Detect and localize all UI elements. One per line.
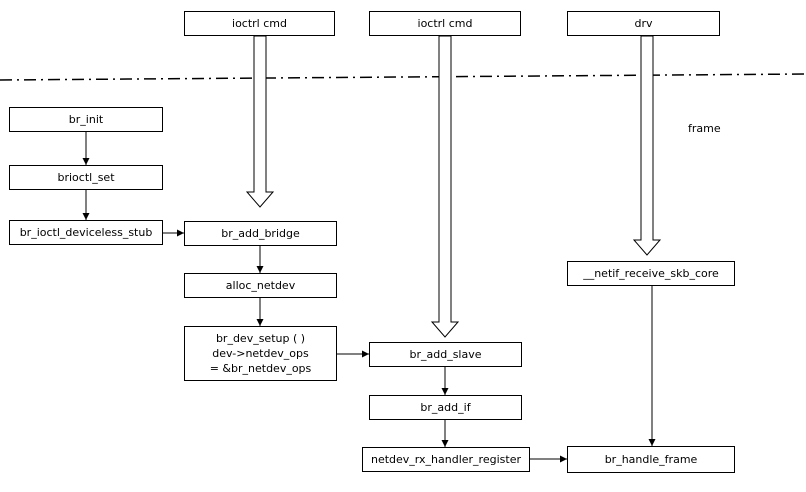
br-dev-setup-line-3: = &br_netdev_ops: [209, 362, 312, 375]
ioctrl-cmd-mid-label: ioctrl cmd: [417, 17, 473, 30]
br-ioctl-deviceless-stub-label: br_ioctl_deviceless_stub: [19, 226, 153, 239]
alloc-netdev-node: alloc_netdev: [184, 273, 337, 298]
frame-annotation: frame: [688, 122, 721, 135]
br-handle-frame-node: br_handle_frame: [567, 446, 735, 473]
alloc-netdev-label: alloc_netdev: [225, 279, 296, 292]
br-init-label: br_init: [68, 113, 104, 126]
hollow-arrow-drv: [632, 35, 662, 256]
netif-receive-skb-core-node: __netif_receive_skb_core: [567, 261, 735, 286]
br-ioctl-deviceless-stub-node: br_ioctl_deviceless_stub: [9, 220, 163, 245]
netdev-rx-handler-register-node: netdev_rx_handler_register: [362, 447, 530, 472]
br-add-if-label: br_add_if: [420, 401, 471, 414]
hollow-arrow-ioctrl-left: [245, 35, 275, 208]
br-add-bridge-node: br_add_bridge: [184, 221, 337, 246]
netdev-rx-handler-register-label: netdev_rx_handler_register: [371, 453, 521, 466]
ioctrl-cmd-left-label: ioctrl cmd: [232, 17, 287, 30]
br-dev-setup-line-2: dev->netdev_ops: [212, 347, 309, 360]
br-dev-setup-node: br_dev_setup ( ) dev->netdev_ops = &br_n…: [184, 326, 337, 381]
brioctl-set-node: brioctl_set: [9, 165, 163, 190]
br-add-if-node: br_add_if: [369, 395, 522, 420]
brioctl-set-label: brioctl_set: [57, 171, 115, 184]
hollow-arrow-ioctrl-mid: [430, 35, 460, 338]
netif-receive-skb-core-label: __netif_receive_skb_core: [583, 267, 719, 280]
drv-source: drv: [567, 11, 720, 36]
br-add-slave-node: br_add_slave: [369, 342, 522, 367]
br-dev-setup-line-1: br_dev_setup ( ): [215, 332, 306, 345]
drv-label: drv: [634, 17, 653, 30]
ioctrl-cmd-source-left: ioctrl cmd: [184, 11, 335, 36]
br-add-slave-label: br_add_slave: [409, 348, 482, 361]
br-add-bridge-label: br_add_bridge: [221, 227, 300, 240]
boundary-dashdot-line: [0, 73, 806, 81]
br-handle-frame-label: br_handle_frame: [604, 453, 698, 466]
br-init-node: br_init: [9, 107, 163, 132]
ioctrl-cmd-source-mid: ioctrl cmd: [369, 11, 521, 36]
